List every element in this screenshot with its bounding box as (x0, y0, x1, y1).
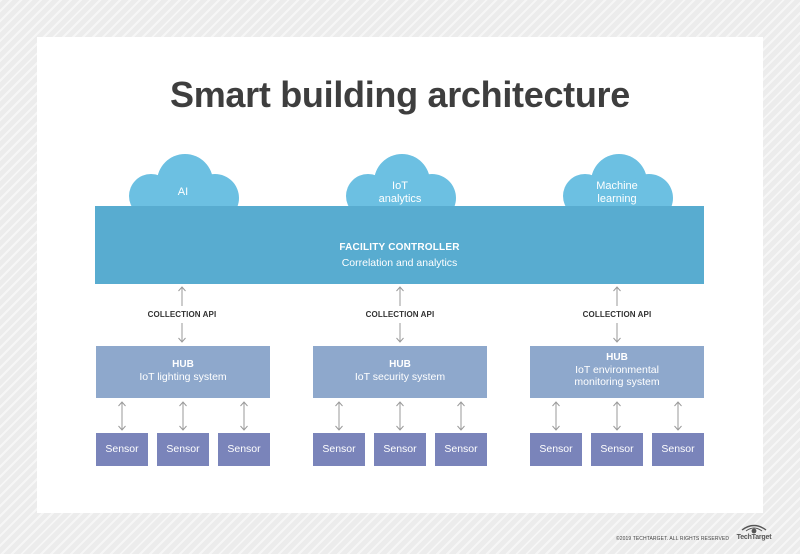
logo-wordmark: TechTarget (736, 534, 772, 541)
sensor-box: Sensor (374, 433, 426, 466)
hub-subtitle: IoT lighting system (139, 371, 227, 383)
hub-lighting: HUB IoT lighting system (96, 346, 270, 398)
facility-controller: FACILITY CONTROLLER Correlation and anal… (95, 206, 704, 284)
hub-subtitle-line1: IoT environmental (575, 364, 659, 376)
diagram-title: Smart building architecture (170, 74, 630, 115)
collection-api-label-2: COLLECTION API (365, 310, 435, 319)
sensor-box: Sensor (96, 433, 148, 466)
sensor-box: Sensor (218, 433, 270, 466)
hub-environmental: HUB IoT environmental monitoring system (530, 346, 704, 398)
sensor-box: Sensor (157, 433, 209, 466)
hub-security: HUB IoT security system (313, 346, 487, 398)
sensor-box: Sensor (313, 433, 365, 466)
cloud-ml-label-1: Machine (596, 180, 638, 192)
api-arrow-up-1 (178, 286, 186, 306)
sensor-arrow (613, 401, 621, 431)
copyright-text: ©2019 TECHTARGET. ALL RIGHTS RESERVED (616, 536, 730, 542)
sensor-arrow (457, 401, 465, 431)
sensor-arrow (552, 401, 560, 431)
sensor-arrow (179, 401, 187, 431)
sensor-arrow (674, 401, 682, 431)
cloud-ai-label: AI (177, 186, 189, 198)
eye-icon (741, 524, 767, 534)
sensor-arrow (240, 401, 248, 431)
techtarget-logo: TechTarget (734, 522, 774, 546)
hub-title: HUB (606, 352, 628, 363)
cloud-ml-label-2: learning (597, 193, 637, 205)
sensor-arrow (396, 401, 404, 431)
sensor-box: Sensor (652, 433, 704, 466)
sensor-arrow (335, 401, 343, 431)
collection-api-label-3: COLLECTION API (582, 310, 652, 319)
hub-title: HUB (172, 359, 194, 370)
hub-subtitle: IoT security system (354, 371, 446, 383)
cloud-iot-label-2: analytics (378, 193, 422, 205)
sensor-box: Sensor (530, 433, 582, 466)
hub-subtitle-line2: monitoring system (574, 376, 660, 388)
api-arrow-up-2 (396, 286, 404, 306)
controller-subtitle: Correlation and analytics (341, 257, 458, 269)
sensor-box: Sensor (435, 433, 487, 466)
api-arrow-down-1 (178, 323, 186, 343)
sensor-box: Sensor (591, 433, 643, 466)
hub-title: HUB (389, 359, 411, 370)
api-arrow-up-3 (613, 286, 621, 306)
collection-api-label-1: COLLECTION API (147, 310, 217, 319)
api-arrow-down-2 (396, 323, 404, 343)
cloud-iot-label-1: IoT (392, 180, 408, 192)
api-arrow-down-3 (613, 323, 621, 343)
controller-title: FACILITY CONTROLLER (339, 242, 460, 253)
sensor-arrow (118, 401, 126, 431)
